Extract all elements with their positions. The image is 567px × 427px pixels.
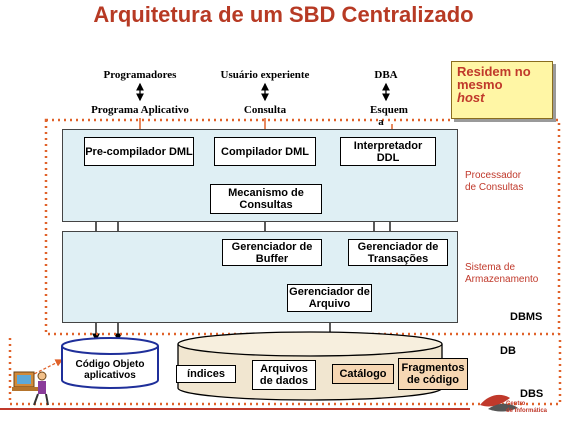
sistema-label-line1: Sistema de: [465, 262, 516, 273]
processador-label: Processador de Consultas: [465, 170, 523, 194]
catalogo-box: Catálogo: [332, 364, 394, 384]
interface-esquema-line2: a: [378, 116, 384, 128]
sistema-label-line2: Armazenamento: [465, 274, 539, 285]
interface-esquema-line1: Esquem: [370, 104, 408, 116]
processador-label-line2: de Consultas: [465, 182, 524, 193]
compilador-box: Compilador DML: [214, 137, 316, 166]
dbms-tag: DBMS: [510, 311, 543, 323]
host-note-line3: host: [457, 90, 485, 105]
dbms-boundary: [44, 118, 561, 336]
host-note-line1: Residem no: [457, 64, 531, 79]
cin-logo-mark: [480, 394, 518, 412]
interface-esquema: Esquem a: [366, 104, 412, 128]
user-programadores: Programadores: [103, 69, 177, 81]
indices-box: índices: [176, 365, 236, 383]
host-note: Residem no mesmo host: [451, 61, 553, 119]
programmer-figure: [12, 371, 49, 406]
interface-consulta: Consulta: [243, 104, 287, 116]
arquivo-box: Gerenciador de Arquivo: [287, 284, 372, 312]
footer-line: [0, 408, 470, 410]
cin-logo-line1: Centro: [506, 401, 526, 407]
user-objeto-arrow: [22, 359, 64, 383]
objeto-cylinder: [61, 337, 159, 389]
mecanismo-box: Mecanismo de Consultas: [210, 184, 322, 214]
interpretador-box: Interpretador DDL: [340, 137, 436, 166]
fragmentos-box: Fragmentos de código: [398, 358, 468, 390]
transacoes-box: Gerenciador de Transações: [348, 239, 448, 266]
buffer-box: Gerenciador de Buffer: [222, 239, 322, 266]
interface-programa-aplicativo: Programa Aplicativo: [91, 104, 189, 116]
cin-logo: Centro de Informática: [506, 401, 547, 415]
page-title: Arquitetura de um SBD Centralizado: [93, 2, 474, 27]
user-usuario-experiente: Usuário experiente: [220, 69, 310, 81]
precompilador-box: Pre-compilador DML: [84, 137, 194, 166]
dbs-boundary: [8, 338, 562, 406]
db-tag: DB: [500, 345, 516, 357]
dbs-tag: DBS: [520, 388, 544, 400]
host-note-line2: mesmo: [457, 77, 503, 92]
cin-logo-line2: de Informática: [506, 408, 548, 414]
processador-label-line1: Processador: [465, 170, 522, 181]
arquivos-box: Arquivos de dados: [252, 360, 316, 390]
armazenamento-label: Sistema de Armazenamento: [465, 262, 538, 286]
objeto-cylinder-label: Código Objeto aplicativos: [75, 359, 145, 381]
user-dba: DBA: [374, 69, 398, 81]
